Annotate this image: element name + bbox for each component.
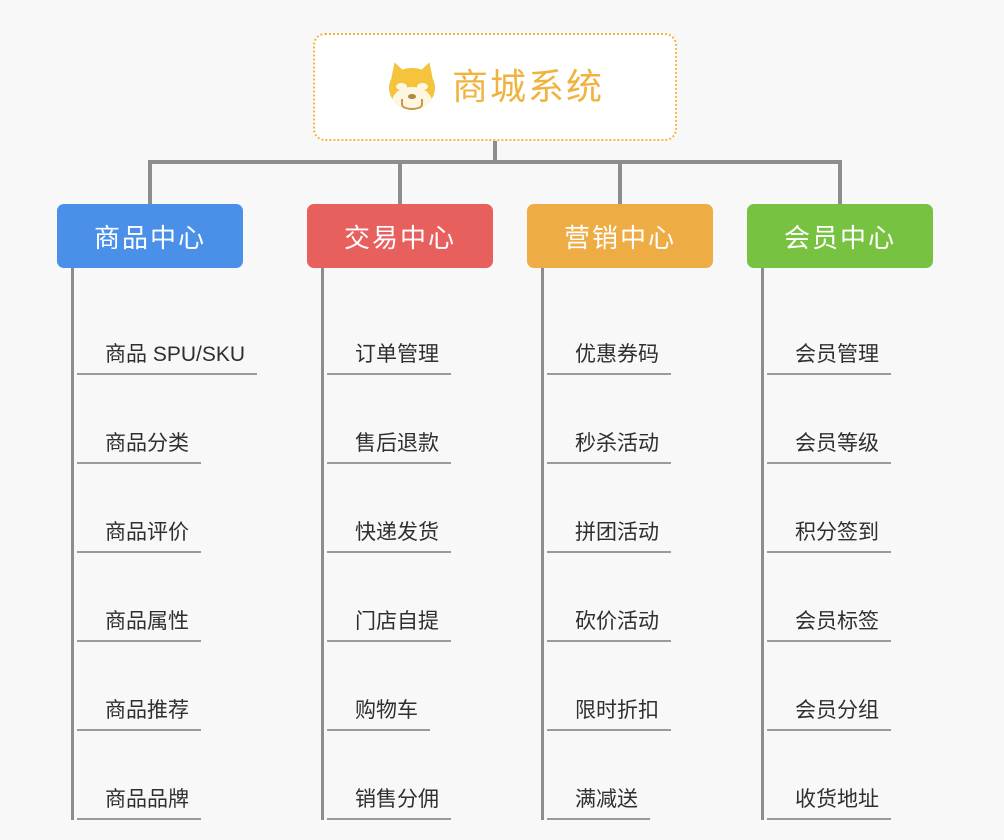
list-item[interactable]: 砍价活动 (547, 553, 713, 642)
list-item[interactable]: 销售分佣 (327, 731, 493, 820)
branch-column-4: 会员中心 会员管理 会员等级 积分签到 会员标签 会员分组 收货地址 (747, 204, 933, 820)
root-title: 商城系统 (451, 66, 604, 107)
list-item[interactable]: 限时折扣 (547, 642, 713, 731)
list-item[interactable]: 会员分组 (767, 642, 933, 731)
connector-root-drop (493, 141, 497, 162)
list-item[interactable]: 会员等级 (767, 375, 933, 464)
list-item[interactable]: 拼团活动 (547, 464, 713, 553)
branch-header-label-3: 营销中心 (563, 222, 676, 253)
leaf-label: 优惠券码 (547, 342, 671, 375)
list-item[interactable]: 商品品牌 (77, 731, 243, 820)
leaf-label: 快递发货 (327, 520, 451, 553)
leaf-label: 拼团活动 (547, 520, 671, 553)
branch-column-3: 营销中心 优惠券码 秒杀活动 拼团活动 砍价活动 限时折扣 满减送 (527, 204, 713, 820)
leaf-label: 会员标签 (767, 609, 891, 642)
leaf-label: 商品推荐 (77, 698, 201, 731)
leaf-label: 订单管理 (327, 342, 451, 375)
leaf-label: 砍价活动 (547, 609, 671, 642)
list-item[interactable]: 优惠券码 (547, 286, 713, 375)
connector-drop-branch-4 (838, 160, 842, 206)
list-item[interactable]: 积分签到 (767, 464, 933, 553)
connector-drop-branch-3 (618, 160, 622, 206)
list-item[interactable]: 会员管理 (767, 286, 933, 375)
leaf-label: 售后退款 (327, 431, 451, 464)
leaf-label: 商品品牌 (77, 787, 201, 820)
root-node[interactable]: 商城系统 (313, 33, 677, 141)
leaf-label: 秒杀活动 (547, 431, 671, 464)
leaf-label: 会员分组 (767, 698, 891, 731)
leaf-label: 商品 SPU/SKU (77, 342, 258, 375)
list-item[interactable]: 收货地址 (767, 731, 933, 820)
list-item[interactable]: 订单管理 (327, 286, 493, 375)
branch-header-1[interactable]: 商品中心 (57, 204, 243, 268)
leaf-label: 限时折扣 (547, 698, 671, 731)
list-item[interactable]: 商品评价 (77, 464, 243, 553)
list-item[interactable]: 门店自提 (327, 553, 493, 642)
list-item[interactable]: 购物车 (327, 642, 493, 731)
list-item[interactable]: 会员标签 (767, 553, 933, 642)
leaf-label: 门店自提 (327, 609, 451, 642)
connector-drop-branch-1 (148, 160, 152, 206)
leaf-label: 收货地址 (767, 787, 891, 820)
list-item[interactable]: 满减送 (547, 731, 713, 820)
branch-column-2: 交易中心 订单管理 售后退款 快递发货 门店自提 购物车 销售分佣 (307, 204, 493, 820)
leaf-label: 商品属性 (77, 609, 201, 642)
leaf-label: 会员管理 (767, 342, 891, 375)
leaf-list-4: 会员管理 会员等级 积分签到 会员标签 会员分组 收货地址 (761, 268, 933, 820)
leaf-label: 满减送 (547, 787, 650, 820)
branch-header-3[interactable]: 营销中心 (527, 204, 713, 268)
branch-column-1: 商品中心 商品 SPU/SKU 商品分类 商品评价 商品属性 商品推荐 商品品牌 (57, 204, 258, 820)
list-item[interactable]: 商品推荐 (77, 642, 243, 731)
branch-header-label-1: 商品中心 (93, 222, 206, 253)
list-item[interactable]: 商品分类 (77, 375, 243, 464)
connector-horizontal-bus (148, 160, 842, 164)
leaf-label: 购物车 (327, 698, 430, 731)
leaf-label: 商品评价 (77, 520, 201, 553)
leaf-label: 商品分类 (77, 431, 201, 464)
list-item[interactable]: 商品属性 (77, 553, 243, 642)
leaf-label: 积分签到 (767, 520, 891, 553)
list-item[interactable]: 秒杀活动 (547, 375, 713, 464)
branch-header-label-4: 会员中心 (783, 222, 896, 253)
branch-header-4[interactable]: 会员中心 (747, 204, 933, 268)
leaf-list-3: 优惠券码 秒杀活动 拼团活动 砍价活动 限时折扣 满减送 (541, 268, 713, 820)
leaf-label: 销售分佣 (327, 787, 451, 820)
leaf-list-2: 订单管理 售后退款 快递发货 门店自提 购物车 销售分佣 (321, 268, 493, 820)
connector-drop-branch-2 (398, 160, 402, 206)
list-item[interactable]: 售后退款 (327, 375, 493, 464)
shiba-dog-face-icon (385, 59, 439, 113)
branch-header-2[interactable]: 交易中心 (307, 204, 493, 268)
list-item[interactable]: 商品 SPU/SKU (77, 286, 258, 375)
list-item[interactable]: 快递发货 (327, 464, 493, 553)
leaf-list-1: 商品 SPU/SKU 商品分类 商品评价 商品属性 商品推荐 商品品牌 (71, 268, 258, 820)
branch-header-label-2: 交易中心 (343, 222, 456, 253)
leaf-label: 会员等级 (767, 431, 891, 464)
